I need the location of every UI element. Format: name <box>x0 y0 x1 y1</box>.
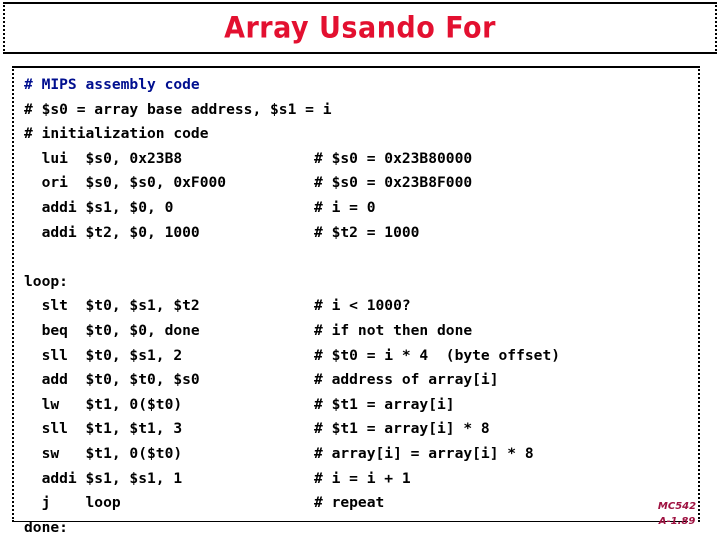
code-line-instruction: # $s0 = array base address, $s1 = i <box>24 100 332 118</box>
code-line-comment: # $s0 = 0x23B8F000 <box>314 174 473 192</box>
footer-reference: A-1.89 <box>658 516 696 527</box>
code-line: add $t0, $t0, $s0 # address of array[i] <box>24 368 698 393</box>
code-line: slt $t0, $s1, $t2 # i < 1000? <box>24 294 698 319</box>
code-line <box>24 245 698 270</box>
code-line-comment: # repeat <box>314 494 385 512</box>
code-line-instruction: # MIPS assembly code <box>24 76 200 93</box>
code-line: j loop # repeat <box>24 491 698 516</box>
code-line: # $s0 = array base address, $s1 = i <box>24 98 698 123</box>
code-line-instruction: add $t0, $t0, $s0 <box>24 371 200 389</box>
code-line-instruction: # initialization code <box>24 125 209 143</box>
code-line-comment: # $t2 = 1000 <box>314 223 420 241</box>
footer-divider <box>12 521 688 522</box>
code-line: lw $t1, 0($t0) # $t1 = array[i] <box>24 393 698 418</box>
code-line-comment: # i = 0 <box>314 198 376 216</box>
code-line: # initialization code <box>24 122 698 147</box>
code-line-comment: # if not then done <box>314 321 473 339</box>
code-line-comment: # i = i + 1 <box>314 469 411 487</box>
code-line-instruction: ori $s0, $s0, 0xF000 <box>24 174 227 192</box>
code-line: sw $t1, 0($t0) # array[i] = array[i] * 8 <box>24 442 698 467</box>
code-line-instruction: addi $s1, $s1, 1 <box>24 469 183 487</box>
code-line: lui $s0, 0x23B8 # $s0 = 0x23B80000 <box>24 147 698 172</box>
code-line-instruction: addi $t2, $0, 1000 <box>24 223 200 241</box>
code-listing: # MIPS assembly code # $s0 = array base a… <box>24 73 698 540</box>
code-line: sll $t1, $t1, 3 # $t1 = array[i] * 8 <box>24 417 698 442</box>
code-line-instruction: slt $t0, $s1, $t2 <box>24 297 200 315</box>
code-line-instruction: sw $t1, 0($t0) <box>24 444 183 462</box>
footer-course-code: MC542 <box>657 501 697 512</box>
code-line-instruction: sll $t1, $t1, 3 <box>24 420 183 438</box>
slide-title-box: Array Usando For <box>3 2 717 54</box>
code-line-comment: # array[i] = array[i] * 8 <box>314 444 534 462</box>
code-line-comment: # $t1 = array[i] * 8 <box>314 420 490 438</box>
code-line-comment: # $s0 = 0x23B80000 <box>314 149 473 167</box>
code-line-comment: # $t1 = array[i] <box>314 395 455 413</box>
code-line: beq $t0, $0, done # if not then done <box>24 319 698 344</box>
code-line-comment: # address of array[i] <box>314 371 499 389</box>
code-line: loop: <box>24 270 698 295</box>
code-line-instruction: done: <box>24 518 68 536</box>
code-line-instruction: beq $t0, $0, done <box>24 321 200 339</box>
code-line-instruction: sll $t0, $s1, 2 <box>24 346 183 364</box>
code-line-instruction: lui $s0, 0x23B8 <box>24 149 183 167</box>
code-listing-box: # MIPS assembly code # $s0 = array base a… <box>12 66 700 536</box>
code-line: addi $t2, $0, 1000 # $t2 = 1000 <box>24 221 698 246</box>
code-line: done: <box>24 516 698 540</box>
code-line-comment: # i < 1000? <box>314 297 411 315</box>
code-line-instruction: lw $t1, 0($t0) <box>24 395 183 413</box>
code-line: sll $t0, $s1, 2 # $t0 = i * 4 (byte offse… <box>24 344 698 369</box>
page-title: Array Usando For <box>224 11 496 45</box>
code-line-instruction: j loop <box>24 494 121 512</box>
code-line-comment: # $t0 = i * 4 (byte offset) <box>314 346 561 364</box>
code-line: addi $s1, $s1, 1 # i = i + 1 <box>24 467 698 492</box>
code-line: addi $s1, $0, 0 # i = 0 <box>24 196 698 221</box>
code-line-instruction: loop: <box>24 272 68 290</box>
code-line: # MIPS assembly code <box>24 73 698 98</box>
code-line-instruction: addi $s1, $0, 0 <box>24 198 174 216</box>
footer-badge: MC542 A-1.89 <box>648 501 706 528</box>
code-line: ori $s0, $s0, 0xF000 # $s0 = 0x23B8F000 <box>24 171 698 196</box>
